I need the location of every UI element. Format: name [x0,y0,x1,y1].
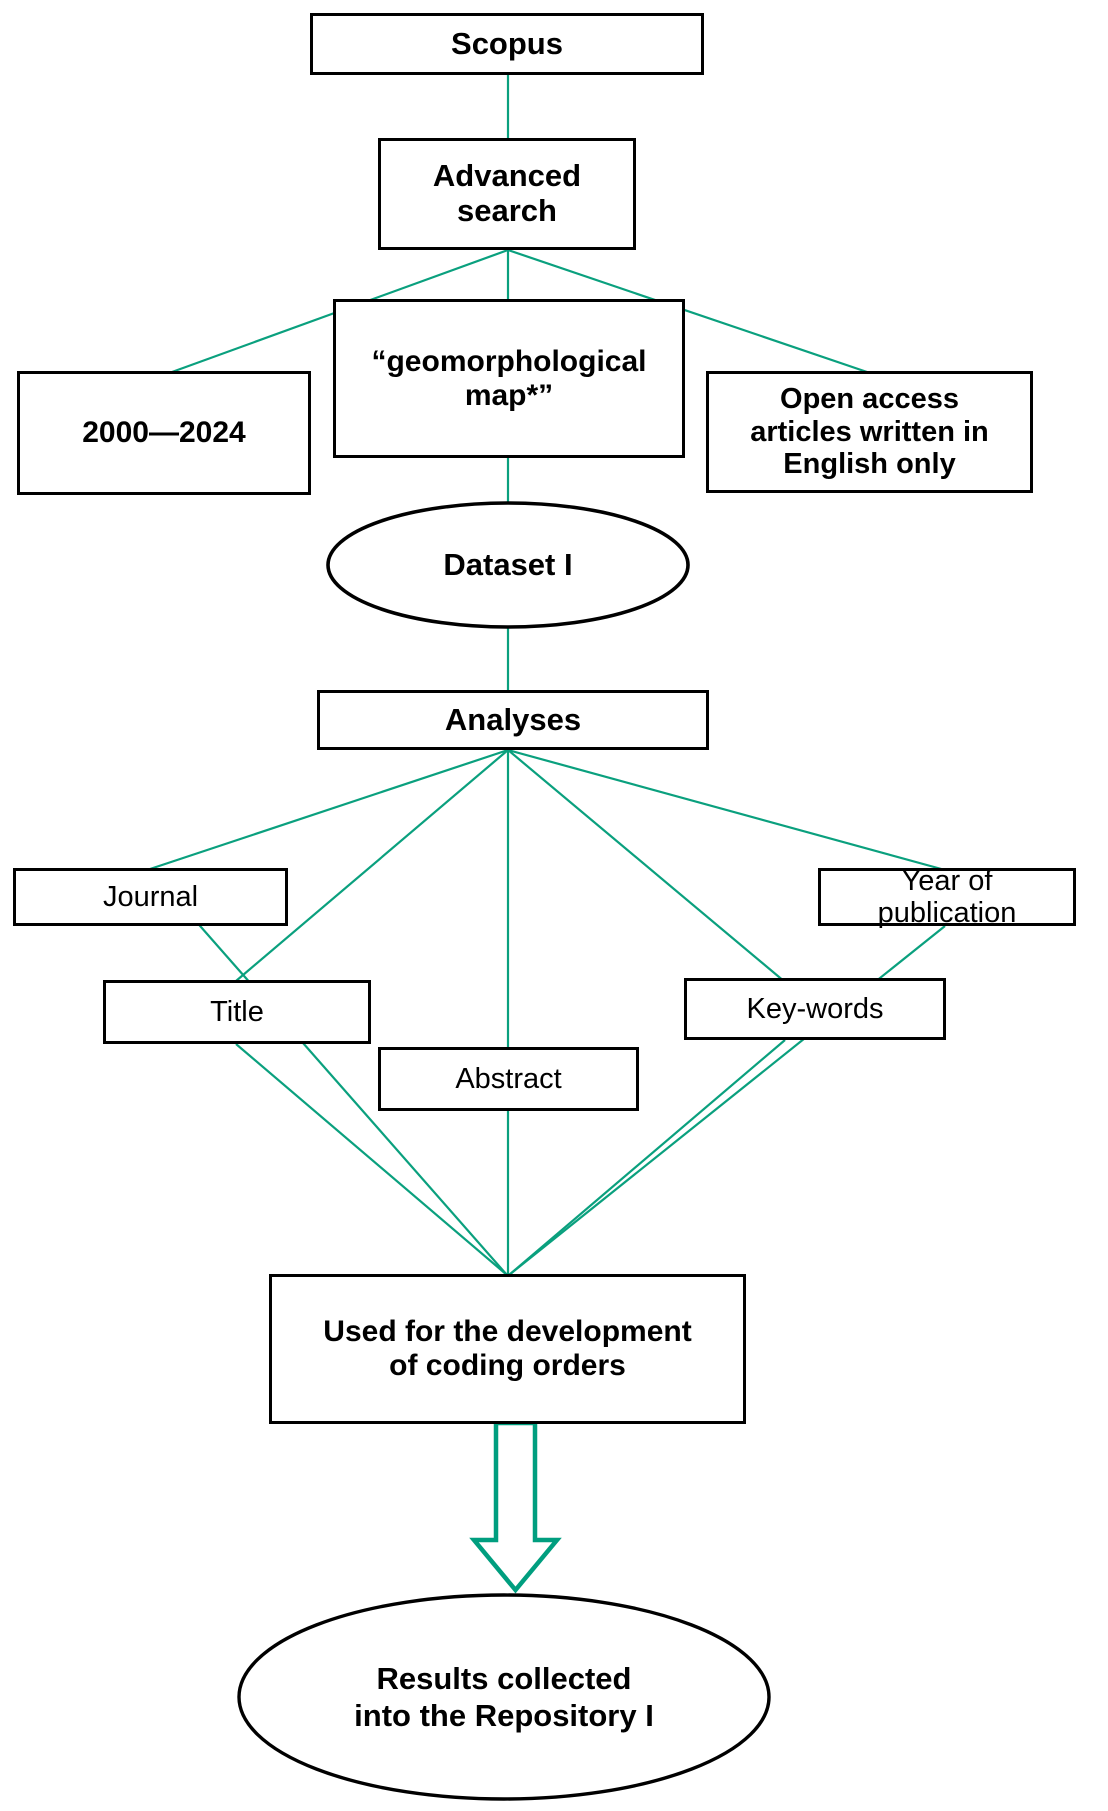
node-year-range-label: 2000—2024 [82,416,246,450]
edge-analyses-keywords [507,749,786,983]
node-journal-label: Journal [102,880,199,913]
edge-journal-coding [149,868,508,1276]
node-advanced-search-label: Advanced search [432,158,582,228]
node-title[interactable]: Title [103,980,371,1044]
node-open-access[interactable]: Open access articles written in English … [706,371,1033,493]
node-keywords[interactable]: Key-words [684,978,946,1040]
node-year-of-publication[interactable]: Year of publication [818,865,1076,929]
node-dataset-label-wrap[interactable]: Dataset I [328,535,688,595]
node-year-range[interactable]: 2000—2024 [17,371,311,495]
node-results-label-wrap[interactable]: Results collected into the Repository I [254,1650,754,1746]
edge-keywords-coding [508,1039,786,1276]
edge-analyses-year [507,748,946,872]
node-abstract[interactable]: Abstract [378,1047,639,1111]
dataset-ellipse-shape [326,501,690,629]
node-advanced-search[interactable]: Advanced search [378,138,636,250]
node-year-of-publication-label: Year of publication [877,864,1017,929]
node-keywords-label: Key-words [746,992,884,1025]
node-scopus[interactable]: Scopus [310,13,704,75]
node-query-label: “geomorphological map*” [371,344,647,412]
node-abstract-label: Abstract [455,1062,562,1095]
results-ellipse-shape [237,1593,771,1801]
node-journal[interactable]: Journal [13,868,288,926]
node-dataset-label: Dataset I [443,546,573,582]
node-scopus-label: Scopus [451,25,563,61]
edge-analyses-title [235,749,509,982]
block-arrow-coding-to-results [469,1420,562,1594]
edge-search-access [507,248,871,375]
edge-title-coding [235,1043,508,1276]
node-query[interactable]: “geomorphological map*” [333,299,685,458]
node-coding-orders-label: Used for the development of coding order… [323,1315,692,1382]
node-analyses[interactable]: Analyses [317,690,709,750]
edge-analyses-journal [149,748,509,871]
node-open-access-label: Open access articles written in English … [750,383,989,481]
node-results-label: Results collected into the Repository I [354,1661,654,1733]
node-analyses-label: Analyses [444,701,582,737]
node-coding-orders[interactable]: Used for the development of coding order… [269,1274,746,1424]
node-title-label: Title [210,995,264,1028]
